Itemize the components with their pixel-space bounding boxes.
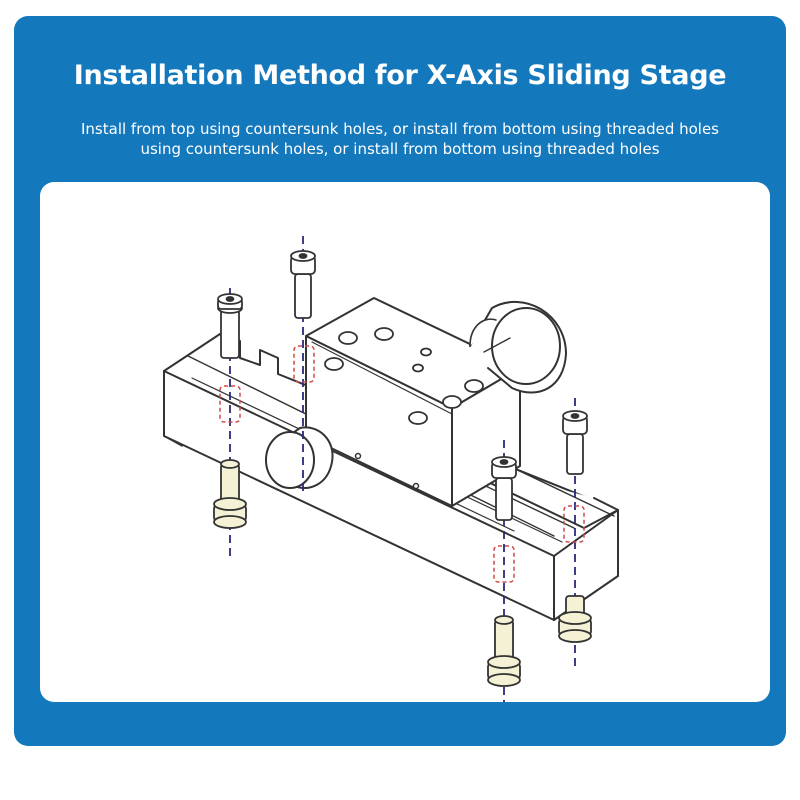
diagram-panel	[40, 182, 770, 702]
micrometer-knob-back	[469, 300, 567, 394]
subtitle-line-1: Install from top using countersunk holes…	[81, 120, 719, 138]
top-screw-2	[290, 250, 316, 319]
adjustment-knob-front	[265, 426, 334, 489]
carriage-top-holes	[324, 327, 484, 425]
stage-diagram	[163, 236, 619, 702]
bottom-screw-1	[213, 459, 247, 529]
carriage-side-holes	[354, 452, 420, 490]
bottom-screw-2	[487, 615, 521, 687]
subtitle-line-2: using countersunk holes, or install from…	[140, 140, 660, 158]
top-screw-3	[562, 410, 588, 475]
bottom-screw-3	[558, 595, 592, 643]
top-screw-4	[491, 456, 517, 521]
page-title: Installation Method for X-Axis Sliding S…	[73, 60, 727, 91]
top-screw-1	[217, 293, 243, 359]
card-frame: Installation Method for X-Axis Sliding S…	[14, 16, 786, 746]
hole-hints	[219, 345, 585, 583]
sliding-carriage	[305, 297, 521, 507]
